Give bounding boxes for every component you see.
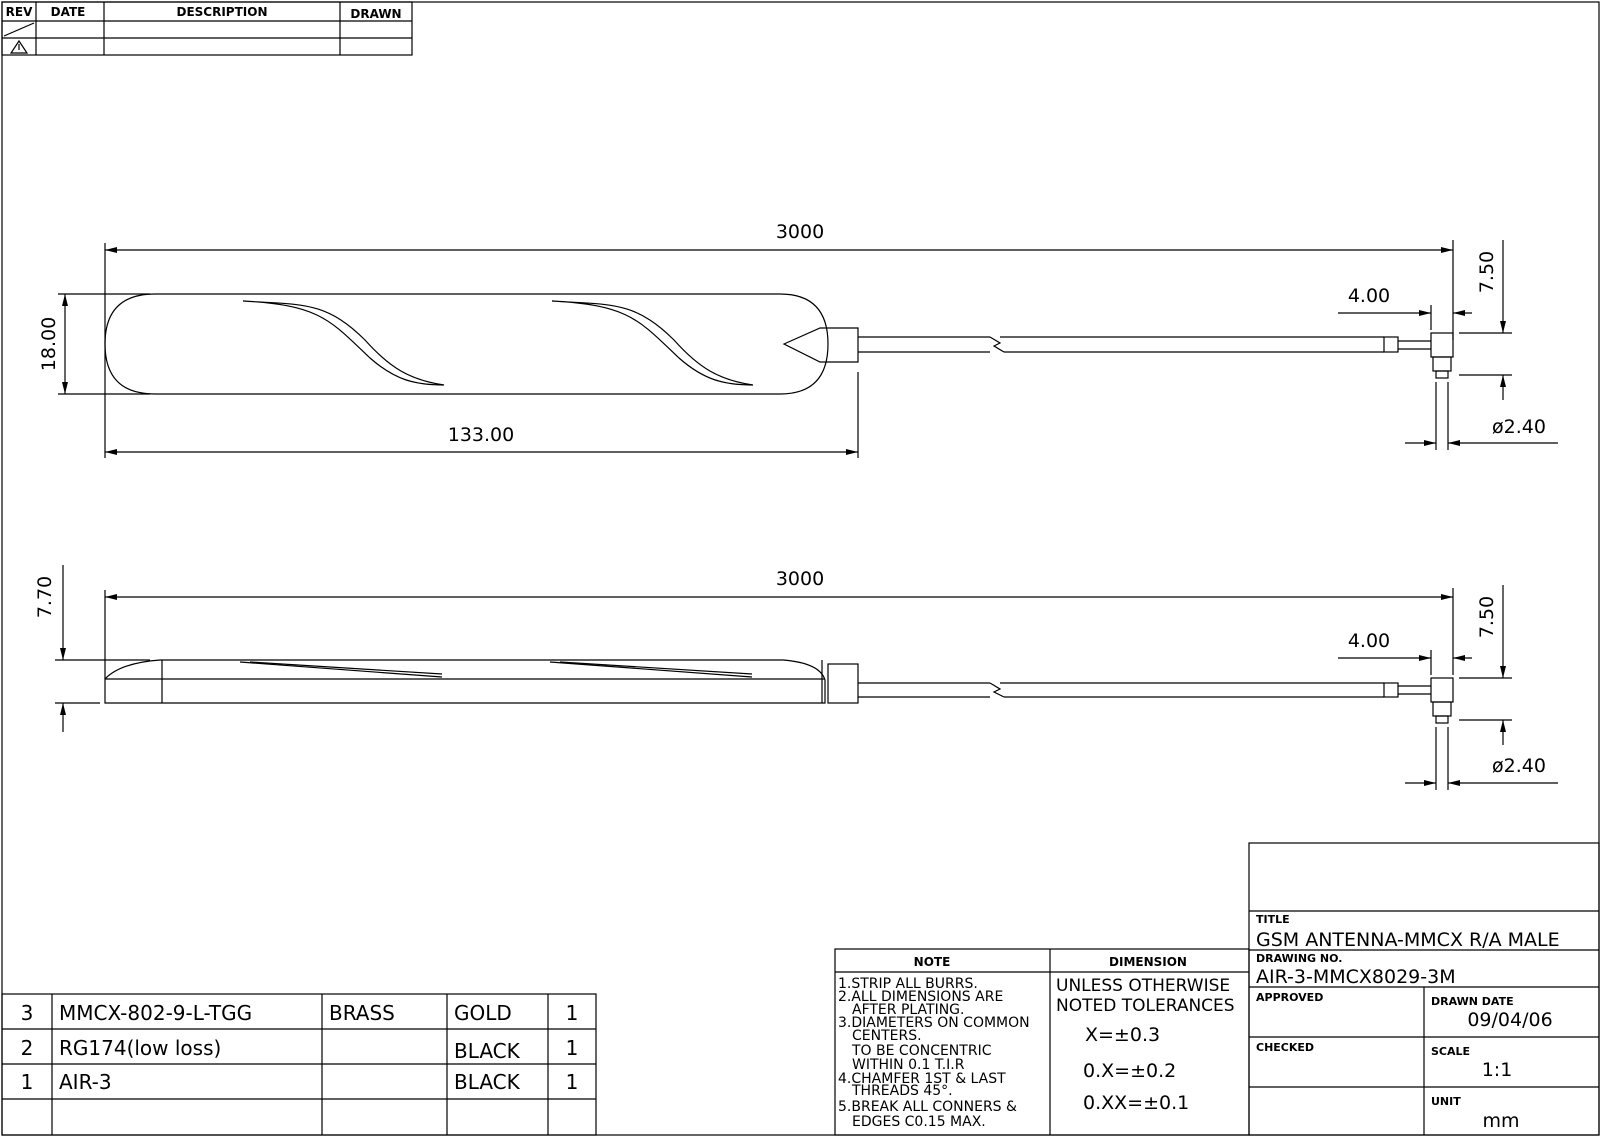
date-header: DATE <box>51 5 86 19</box>
drawing-no-label: DRAWING NO. <box>1256 952 1342 965</box>
note-line-8: 4.CHAMFER 1ST & LAST <box>838 1071 1006 1087</box>
tolerance-0xx: 0.XX=±0.1 <box>1083 1092 1189 1114</box>
bom-row-3-part: MMCX-802-9-L-TGG <box>59 1001 252 1025</box>
note-line-1: 1.STRIP ALL BURRS. <box>838 976 978 992</box>
top-connector-diameter: ø2.40 <box>1492 416 1546 438</box>
note-line-5: CENTERS. <box>852 1028 922 1044</box>
notes-header: NOTE <box>914 955 951 969</box>
bom-row-2-item: 2 <box>21 1036 34 1060</box>
unit-value: mm <box>1482 1110 1519 1132</box>
checked-label: CHECKED <box>1256 1041 1314 1054</box>
side-connector-diameter: ø2.40 <box>1492 755 1546 777</box>
mmcx-connector <box>1430 332 1454 358</box>
description-header: DESCRIPTION <box>176 5 267 19</box>
side-mmcx-connector <box>1430 677 1454 703</box>
radiator-pattern-1 <box>242 300 445 386</box>
side-connector-offset: 4.00 <box>1348 630 1390 652</box>
bom-row-3-qty: 1 <box>566 1001 579 1025</box>
bom-row-3-item: 3 <box>21 1001 34 1025</box>
tolerance-line-2: NOTED TOLERANCES <box>1056 996 1235 1016</box>
drawn-header: DRAWN <box>350 7 401 21</box>
connector-ferrule <box>1383 336 1399 353</box>
side-connector-height: 7.50 <box>1476 596 1498 638</box>
bom-row-2-qty: 1 <box>566 1036 579 1060</box>
bom-row-2-finish: BLACK <box>454 1039 521 1063</box>
cable-exit-cone <box>782 327 859 363</box>
bom-row-1-item: 1 <box>21 1070 34 1094</box>
unit-label: UNIT <box>1431 1095 1461 1108</box>
scale-value: 1:1 <box>1482 1059 1513 1081</box>
top-connector-height: 7.50 <box>1476 251 1498 293</box>
top-body-width: 18.00 <box>38 317 60 371</box>
bom-row-1-qty: 1 <box>566 1070 579 1094</box>
notes-block: NOTE 1.STRIP ALL BURRS. 2.ALL DIMENSIONS… <box>834 948 1250 1136</box>
bom-row-1-finish: BLACK <box>454 1070 521 1094</box>
tolerance-0x: 0.X=±0.2 <box>1083 1060 1176 1082</box>
drawn-date: 09/04/06 <box>1467 1009 1552 1031</box>
side-body-thickness: 7.70 <box>34 576 56 618</box>
strain-relief <box>827 663 859 704</box>
tolerance-line-1: UNLESS OTHERWISE <box>1056 976 1230 996</box>
scale-label: SCALE <box>1431 1045 1470 1058</box>
title-block: TITLE GSM ANTENNA-MMCX R/A MALE DRAWING … <box>1248 842 1600 1136</box>
note-line-10: 5.BREAK ALL CONNERS & <box>838 1099 1017 1115</box>
rev-header: REV <box>6 5 33 19</box>
drawing-title: GSM ANTENNA-MMCX R/A MALE <box>1256 929 1560 951</box>
side-connector-ferrule <box>1383 682 1399 698</box>
side-view: 3000 7.70 4.00 7.50 ø2.40 <box>34 565 1558 790</box>
antenna-body-outline <box>104 293 829 395</box>
note-line-9: THREADS 45°. <box>851 1083 953 1099</box>
tolerance-x: X=±0.3 <box>1085 1024 1160 1046</box>
title-label: TITLE <box>1256 913 1290 926</box>
bom-row-3-material: BRASS <box>329 1001 395 1025</box>
top-body-length: 133.00 <box>448 424 514 446</box>
approved-label: APPROVED <box>1256 991 1323 1004</box>
top-view: 3000 18.00 133.00 4.00 7.50 ø2.40 <box>38 221 1558 458</box>
side-overall-length: 3000 <box>776 568 824 590</box>
bom-row-2-part: RG174(low loss) <box>59 1036 221 1060</box>
top-overall-length: 3000 <box>776 221 824 243</box>
note-line-2: 2.ALL DIMENSIONS ARE <box>838 989 1003 1005</box>
note-line-3: AFTER PLATING. <box>852 1002 964 1018</box>
note-line-11: EDGES C0.15 MAX. <box>852 1114 986 1130</box>
revision-table: REV DATE DESCRIPTION DRAWN <box>1 1 413 56</box>
bom-row-1-part: AIR-3 <box>59 1070 112 1094</box>
drawn-date-label: DRAWN DATE <box>1431 995 1514 1008</box>
drawing-number: AIR-3-MMCX8029-3M <box>1256 966 1456 988</box>
note-line-6: TO BE CONCENTRIC <box>851 1043 992 1059</box>
note-line-7: WITHIN 0.1 T.I.R <box>852 1057 965 1073</box>
note-line-4: 3.DIAMETERS ON COMMON <box>838 1015 1030 1031</box>
bom-row-3-finish: GOLD <box>454 1001 512 1025</box>
top-connector-offset: 4.00 <box>1348 285 1390 307</box>
antenna-body-side <box>104 659 826 704</box>
bom-table: 3 MMCX-802-9-L-TGG BRASS GOLD 1 2 RG174(… <box>1 993 597 1136</box>
dimension-header: DIMENSION <box>1109 955 1187 969</box>
radiator-pattern-2 <box>551 300 754 386</box>
revision-triangle-icon <box>9 39 29 54</box>
